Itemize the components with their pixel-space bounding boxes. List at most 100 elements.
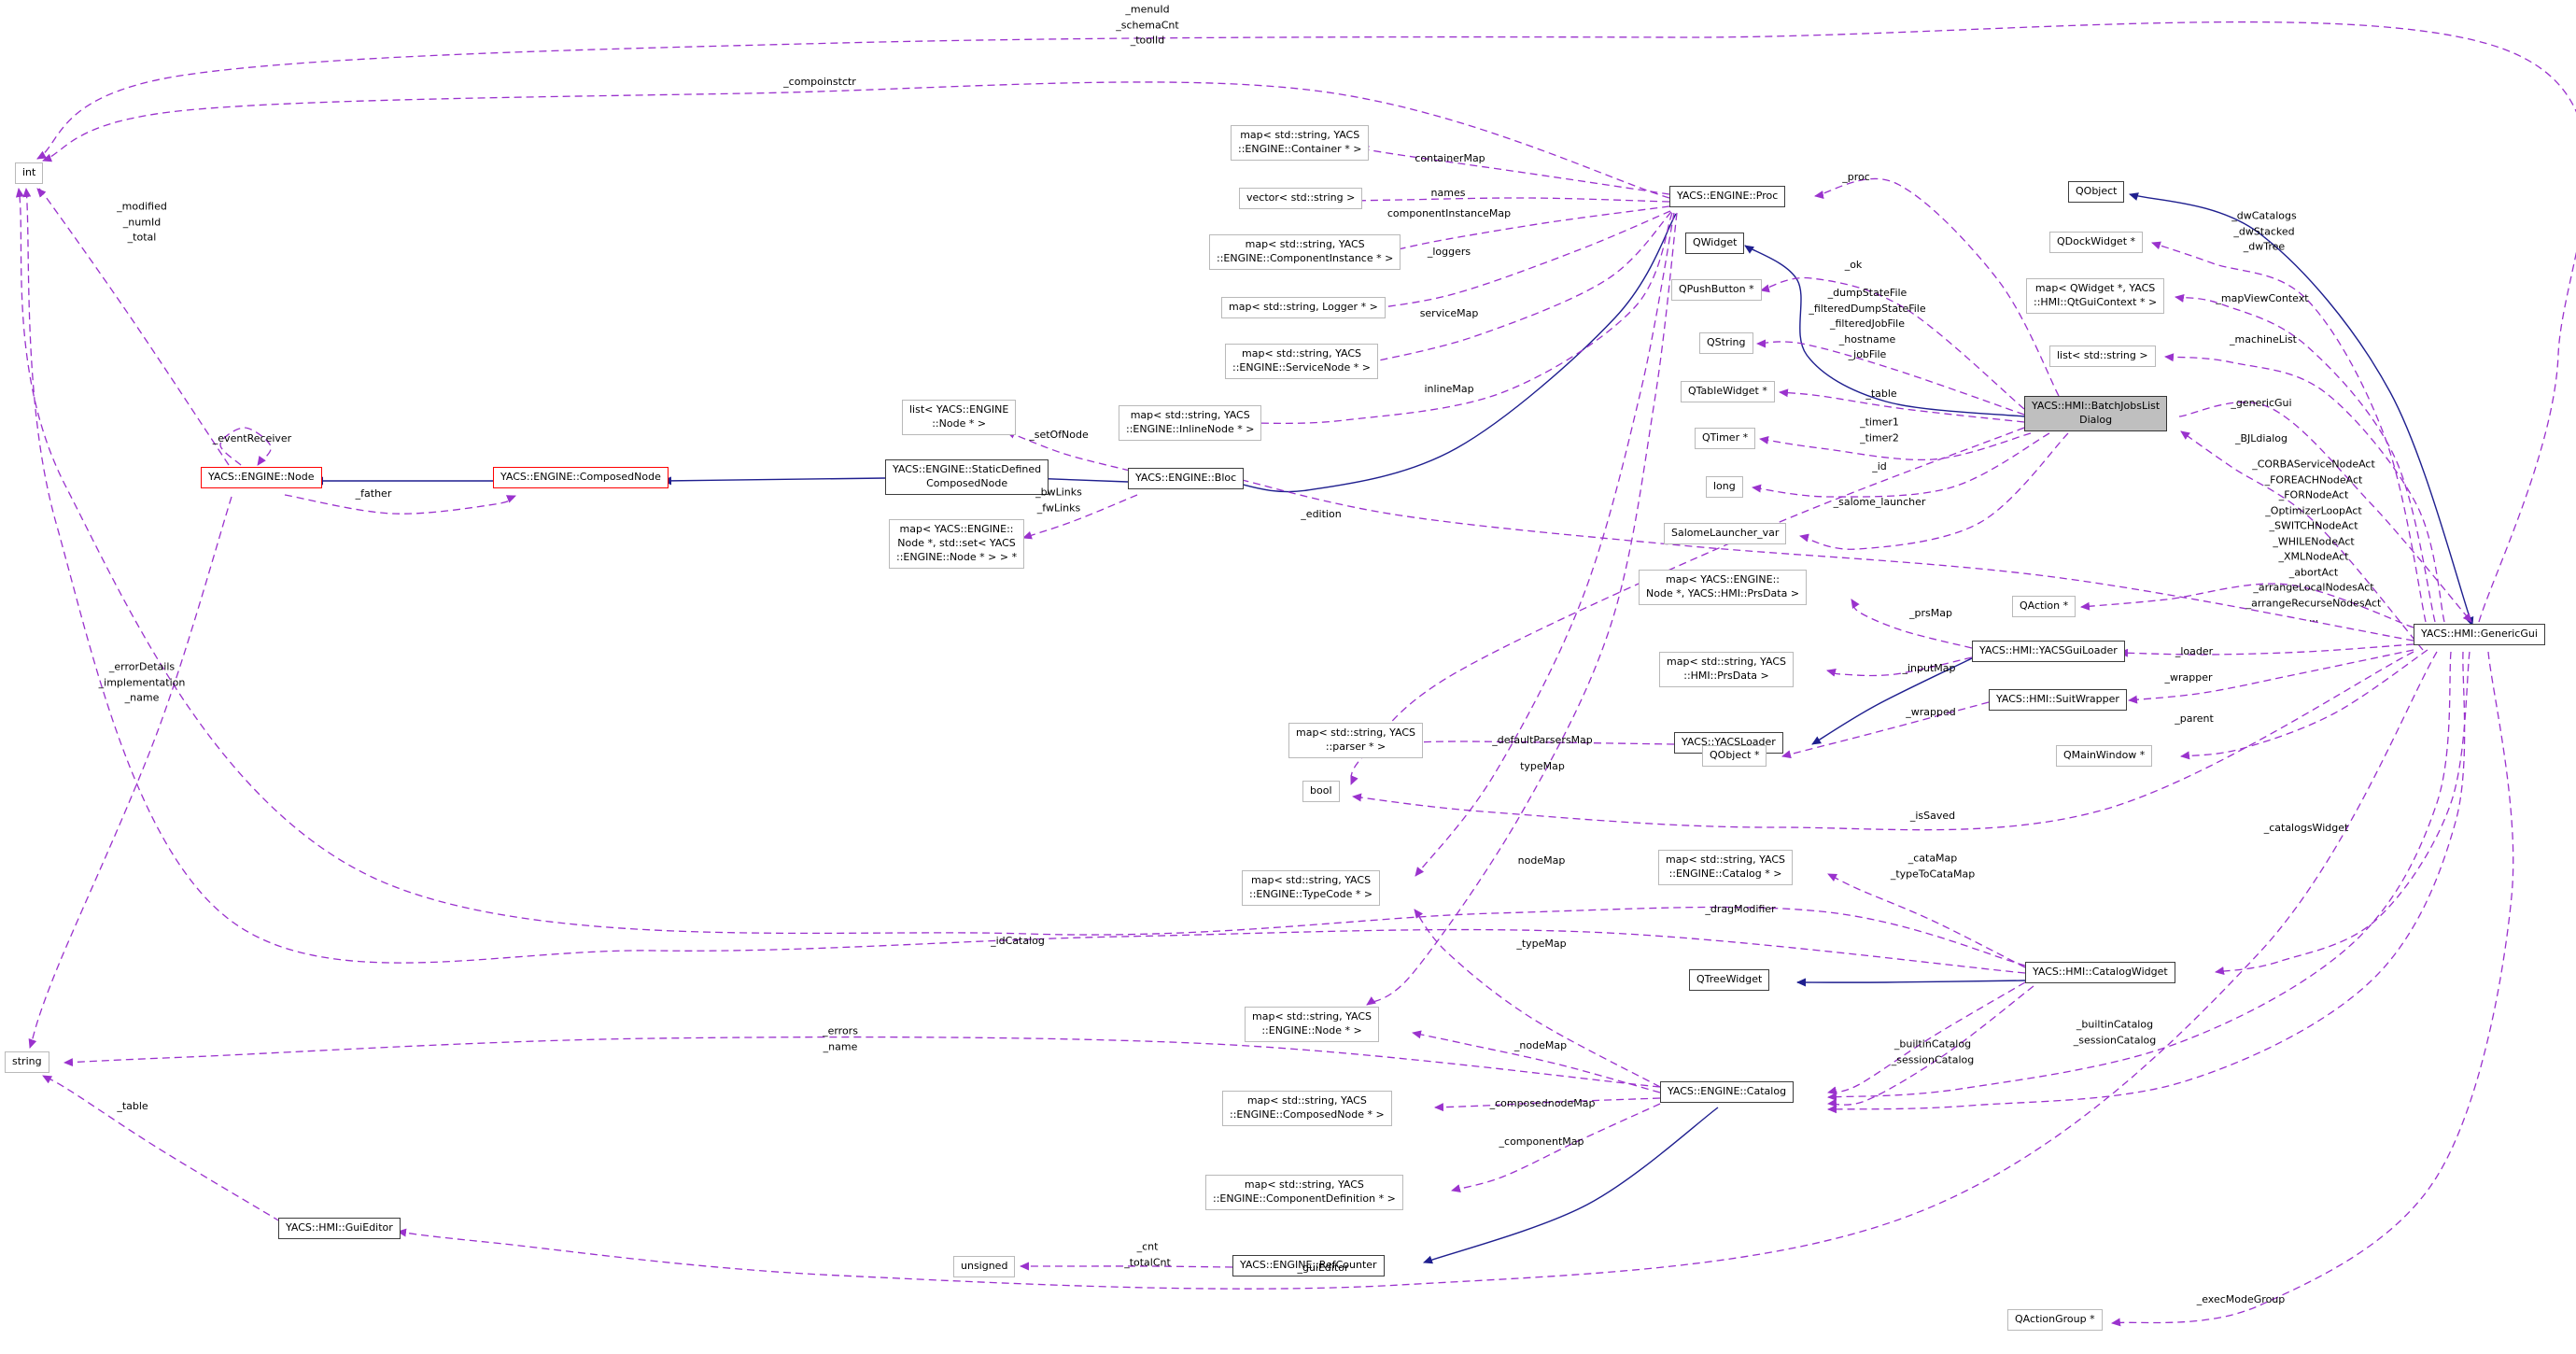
edge-label: _timer1 _timer2 <box>1860 416 1899 444</box>
class-box-yacs-gui-loader[interactable]: YACS::HMI::YACSGuiLoader <box>1972 641 2125 662</box>
class-box-qmainwindow[interactable]: QMainWindow * <box>2056 745 2153 767</box>
edge-label: _edition <box>1301 507 1342 520</box>
edge-label: _builtinCatalog _sessionCatalog <box>1891 1037 1975 1066</box>
member-edge-36 <box>2180 430 2424 651</box>
class-box-map-container[interactable]: map< std::string, YACS ::ENGINE::Contain… <box>1231 125 1370 161</box>
class-box-list-string[interactable]: list< std::string > <box>2049 346 2156 367</box>
edge-label: _composednodeMap <box>1489 1096 1596 1109</box>
edge-label: _CORBAServiceNodeAct _FOREACHNodeAct _FO… <box>2245 458 2382 625</box>
class-box-qobject-ptr[interactable]: QObject * <box>1702 745 1767 767</box>
class-box-map-component-instance[interactable]: map< std::string, YACS ::ENGINE::Compone… <box>1209 234 1401 270</box>
class-box-static-defined-composed-node[interactable]: YACS::ENGINE::StaticDefined ComposedNode <box>885 459 1049 495</box>
class-box-qwidget[interactable]: QWidget <box>1685 233 1745 254</box>
edge-label: _idCatalog <box>991 934 1045 947</box>
member-edge-42 <box>1851 599 1973 649</box>
member-edge-17 <box>1233 475 2414 642</box>
member-edge-60 <box>2111 651 2514 1327</box>
class-box-qpushbutton[interactable]: QPushButton * <box>1671 279 1762 301</box>
edge-label: _prsMap <box>1909 606 1952 619</box>
member-edge-15 <box>1006 430 1131 472</box>
class-box-catalog[interactable]: YACS::ENGINE::Catalog <box>1660 1081 1795 1103</box>
class-box-batch-jobs-list-dialog[interactable]: YACS::HMI::BatchJobsList Dialog <box>2024 396 2168 431</box>
member-edge-59 <box>2215 651 2470 975</box>
edge-label: _modified _numId _total <box>117 200 167 244</box>
class-box-bool[interactable]: bool <box>1302 781 1340 802</box>
class-box-generic-gui[interactable]: YACS::HMI::GenericGui <box>2414 624 2545 645</box>
member-edge-58 <box>1827 651 2466 1114</box>
class-box-qtablewidget[interactable]: QTableWidget * <box>1681 381 1775 402</box>
class-box-int[interactable]: int <box>15 162 44 184</box>
class-box-composed-node[interactable]: YACS::ENGINE::ComposedNode <box>493 467 669 488</box>
class-box-map-node-ptr[interactable]: map< std::string, YACS ::ENGINE::Node * … <box>1245 1007 1380 1042</box>
edge-label: _cataMap _typeToCataMap <box>1890 852 1976 881</box>
inheritance-edge-8 <box>1423 1107 1719 1264</box>
class-box-catalog-widget[interactable]: YACS::HMI::CatalogWidget <box>2025 962 2175 983</box>
member-edge-43 <box>1826 656 1973 677</box>
class-box-map-node-set[interactable]: map< YACS::ENGINE:: Node *, std::set< YA… <box>889 519 1025 569</box>
inheritance-edge-6 <box>1811 657 1973 745</box>
member-edge-44 <box>1781 701 1990 759</box>
class-box-qdockwidget[interactable]: QDockWidget * <box>2049 232 2144 253</box>
edge-label: _bwLinks _fwLinks <box>1035 486 1082 515</box>
member-edge-64 <box>1020 1262 1233 1271</box>
class-box-qaction[interactable]: QAction * <box>2012 596 2076 617</box>
class-box-map-logger[interactable]: map< std::string, Logger * > <box>1221 297 1386 318</box>
class-box-list-node-ptr[interactable]: list< YACS::ENGINE ::Node * > <box>902 400 1017 435</box>
edge-label: _isSaved <box>1909 809 1956 822</box>
edge-label: _wrapper <box>2164 670 2213 684</box>
class-box-proc[interactable]: YACS::ENGINE::Proc <box>1669 186 1786 207</box>
edge-label: typeMap <box>1520 759 1565 772</box>
edge-label: _table <box>117 1099 148 1112</box>
member-edge-51 <box>1451 1103 1661 1192</box>
edge-label: _loader <box>2175 644 2214 657</box>
class-box-long[interactable]: long <box>1706 476 1743 498</box>
class-box-map-typecode[interactable]: map< std::string, YACS ::ENGINE::TypeCod… <box>1242 870 1381 906</box>
class-box-qactiongroup[interactable]: QActionGroup * <box>2007 1309 2103 1331</box>
class-box-unsigned[interactable]: unsigned <box>953 1256 1016 1277</box>
member-edge-48 <box>1414 909 1661 1088</box>
member-edge-55 <box>1827 981 2026 1095</box>
class-box-ref-counter[interactable]: YACS::ENGINE::RefCounter <box>1232 1255 1385 1276</box>
class-box-gui-editor[interactable]: YACS::HMI::GuiEditor <box>278 1218 401 1239</box>
edge-label: _eventReceiver <box>212 431 292 444</box>
member-edge-29 <box>1779 388 2025 423</box>
member-edge-10 <box>42 81 1670 199</box>
class-box-suit-wrapper[interactable]: YACS::HMI::SuitWrapper <box>1989 689 2127 711</box>
class-box-qobject[interactable]: QObject <box>2068 181 2125 203</box>
edge-label: _father <box>355 487 392 500</box>
member-edge-23 <box>1243 212 1673 428</box>
member-edge-41 <box>2180 649 2428 760</box>
class-box-map-string-prsdata[interactable]: map< std::string, YACS ::HMI::PrsData > <box>1659 652 1795 687</box>
class-box-map-composed-node[interactable]: map< std::string, YACS ::ENGINE::Compose… <box>1222 1091 1392 1126</box>
edge-label: _builtinCatalog _sessionCatalog <box>2073 1018 2157 1047</box>
edge-label: _defaultParsersMap <box>1492 733 1593 746</box>
edge-label: _id <box>1872 459 1887 472</box>
class-box-engine-node[interactable]: YACS::ENGINE::Node <box>201 467 322 488</box>
class-box-map-node-prsdata[interactable]: map< YACS::ENGINE:: Node *, YACS::HMI::P… <box>1639 570 1808 605</box>
class-box-qtimer[interactable]: QTimer * <box>1695 428 1756 449</box>
member-edge-25 <box>1366 212 1678 1006</box>
class-box-bloc[interactable]: YACS::ENGINE::Bloc <box>1128 468 1245 489</box>
class-box-map-service-node[interactable]: map< std::string, YACS ::ENGINE::Service… <box>1225 344 1379 379</box>
edge-label: _ok <box>1844 258 1863 271</box>
member-edge-61 <box>397 651 2438 1290</box>
class-box-map-inline-node[interactable]: map< std::string, YACS ::ENGINE::InlineN… <box>1119 405 1262 441</box>
class-box-string[interactable]: string <box>5 1051 49 1073</box>
edge-label: _salome_launcher <box>1833 495 1926 508</box>
class-box-map-parser[interactable]: map< std::string, YACS ::parser * > <box>1288 723 1424 758</box>
class-box-map-qtguicontext[interactable]: map< QWidget *, YACS ::HMI::QtGuiContext… <box>2026 278 2165 314</box>
class-box-vector-string[interactable]: vector< std::string > <box>1239 188 1363 209</box>
edge-label: inlineMap <box>1424 382 1474 395</box>
edge-label: _genericGui <box>2231 396 2292 409</box>
edge-label: _compoinstctr <box>783 75 856 88</box>
member-edge-52 <box>63 1036 1661 1088</box>
class-box-qstring[interactable]: QString <box>1699 332 1753 354</box>
class-box-salome-launcher-var[interactable]: SalomeLauncher_var <box>1664 523 1787 544</box>
member-edge-50 <box>1434 1097 1661 1112</box>
class-box-map-catalog-ptr[interactable]: map< std::string, YACS ::ENGINE::Catalog… <box>1658 850 1794 885</box>
class-box-qtreewidget[interactable]: QTreeWidget <box>1689 969 1770 991</box>
member-edge-9 <box>36 21 2576 623</box>
member-edge-26 <box>1814 177 2060 397</box>
class-box-map-component-definition[interactable]: map< std::string, YACS ::ENGINE::Compone… <box>1205 1175 1403 1210</box>
